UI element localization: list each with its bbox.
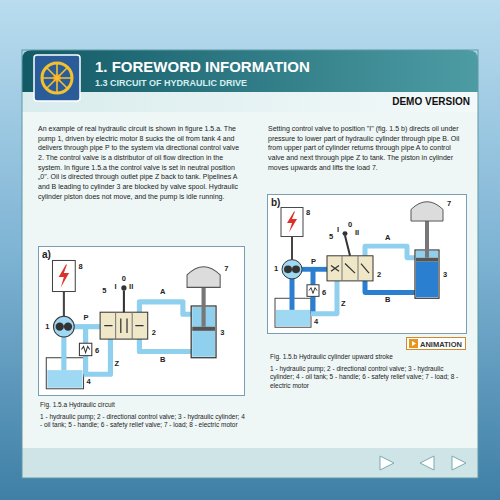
callout-number: 0 (348, 221, 352, 229)
callout-number: 8 (306, 209, 310, 217)
callout-number: P (84, 314, 89, 322)
figure-frame: b) (267, 194, 467, 334)
section-subtitle: 1.3 CIRCUIT OF HYDRAULIC DRIVE (95, 78, 247, 88)
callout-number: 0 (122, 275, 126, 283)
figure-letter: a) (42, 249, 51, 260)
callout-number: 4 (314, 318, 318, 326)
figure-caption: Fig. 1.5.b Hydraulic cylinder upward str… (270, 353, 465, 360)
button-label: ANIMATION (420, 340, 462, 349)
callout-number: 2 (152, 329, 156, 337)
callout-number: 6 (322, 289, 326, 297)
callout-number: 3 (443, 271, 447, 279)
callout-number: 3 (220, 329, 224, 337)
callout-number: Z (341, 300, 346, 308)
callout-number: I (115, 283, 117, 291)
callout-number: 2 (377, 271, 381, 279)
animation-button: ANIMATION (406, 337, 466, 350)
callout-number: 7 (224, 265, 228, 273)
callout-number: 4 (87, 378, 91, 386)
callout-number: A (160, 288, 165, 296)
figure-caption: Fig. 1.5.a Hydraulic circuit (40, 401, 245, 408)
callout-number: P (311, 258, 316, 266)
figure-key: 1 - hydraulic pump; 2 - directional cont… (270, 365, 465, 390)
page-title: 1. FOREWORD INFORMATION (95, 58, 310, 75)
hydraulic-circuit-neutral (38, 246, 245, 396)
callout-number: 1 (274, 265, 278, 273)
figure-key: 1 - hydraulic pump; 2 - directional cont… (40, 413, 245, 430)
demo-badge: DEMO VERSION (392, 96, 470, 107)
play-icon (409, 339, 418, 348)
callout-number: B (160, 356, 165, 364)
callout-number: II (355, 229, 359, 237)
body-paragraph: Setting control valve to position "I" (f… (268, 124, 468, 172)
callout-number: 5 (102, 287, 106, 295)
callout-number: 8 (78, 263, 82, 271)
callout-number: 6 (95, 347, 99, 355)
figure-frame: a) (38, 246, 245, 396)
callout-number: A (385, 234, 390, 242)
callout-number: Z (115, 360, 120, 368)
callout-number: II (129, 283, 133, 291)
callout-number: I (337, 226, 339, 234)
figure-letter: b) (271, 197, 280, 208)
callout-number: 5 (329, 233, 333, 241)
hydraulic-circuit-upstroke (267, 194, 467, 334)
callout-number: B (385, 296, 390, 304)
body-paragraph: An example of real hydraulic circuit is … (38, 124, 245, 201)
callout-number: 1 (45, 323, 49, 331)
callout-number: 7 (447, 200, 451, 208)
